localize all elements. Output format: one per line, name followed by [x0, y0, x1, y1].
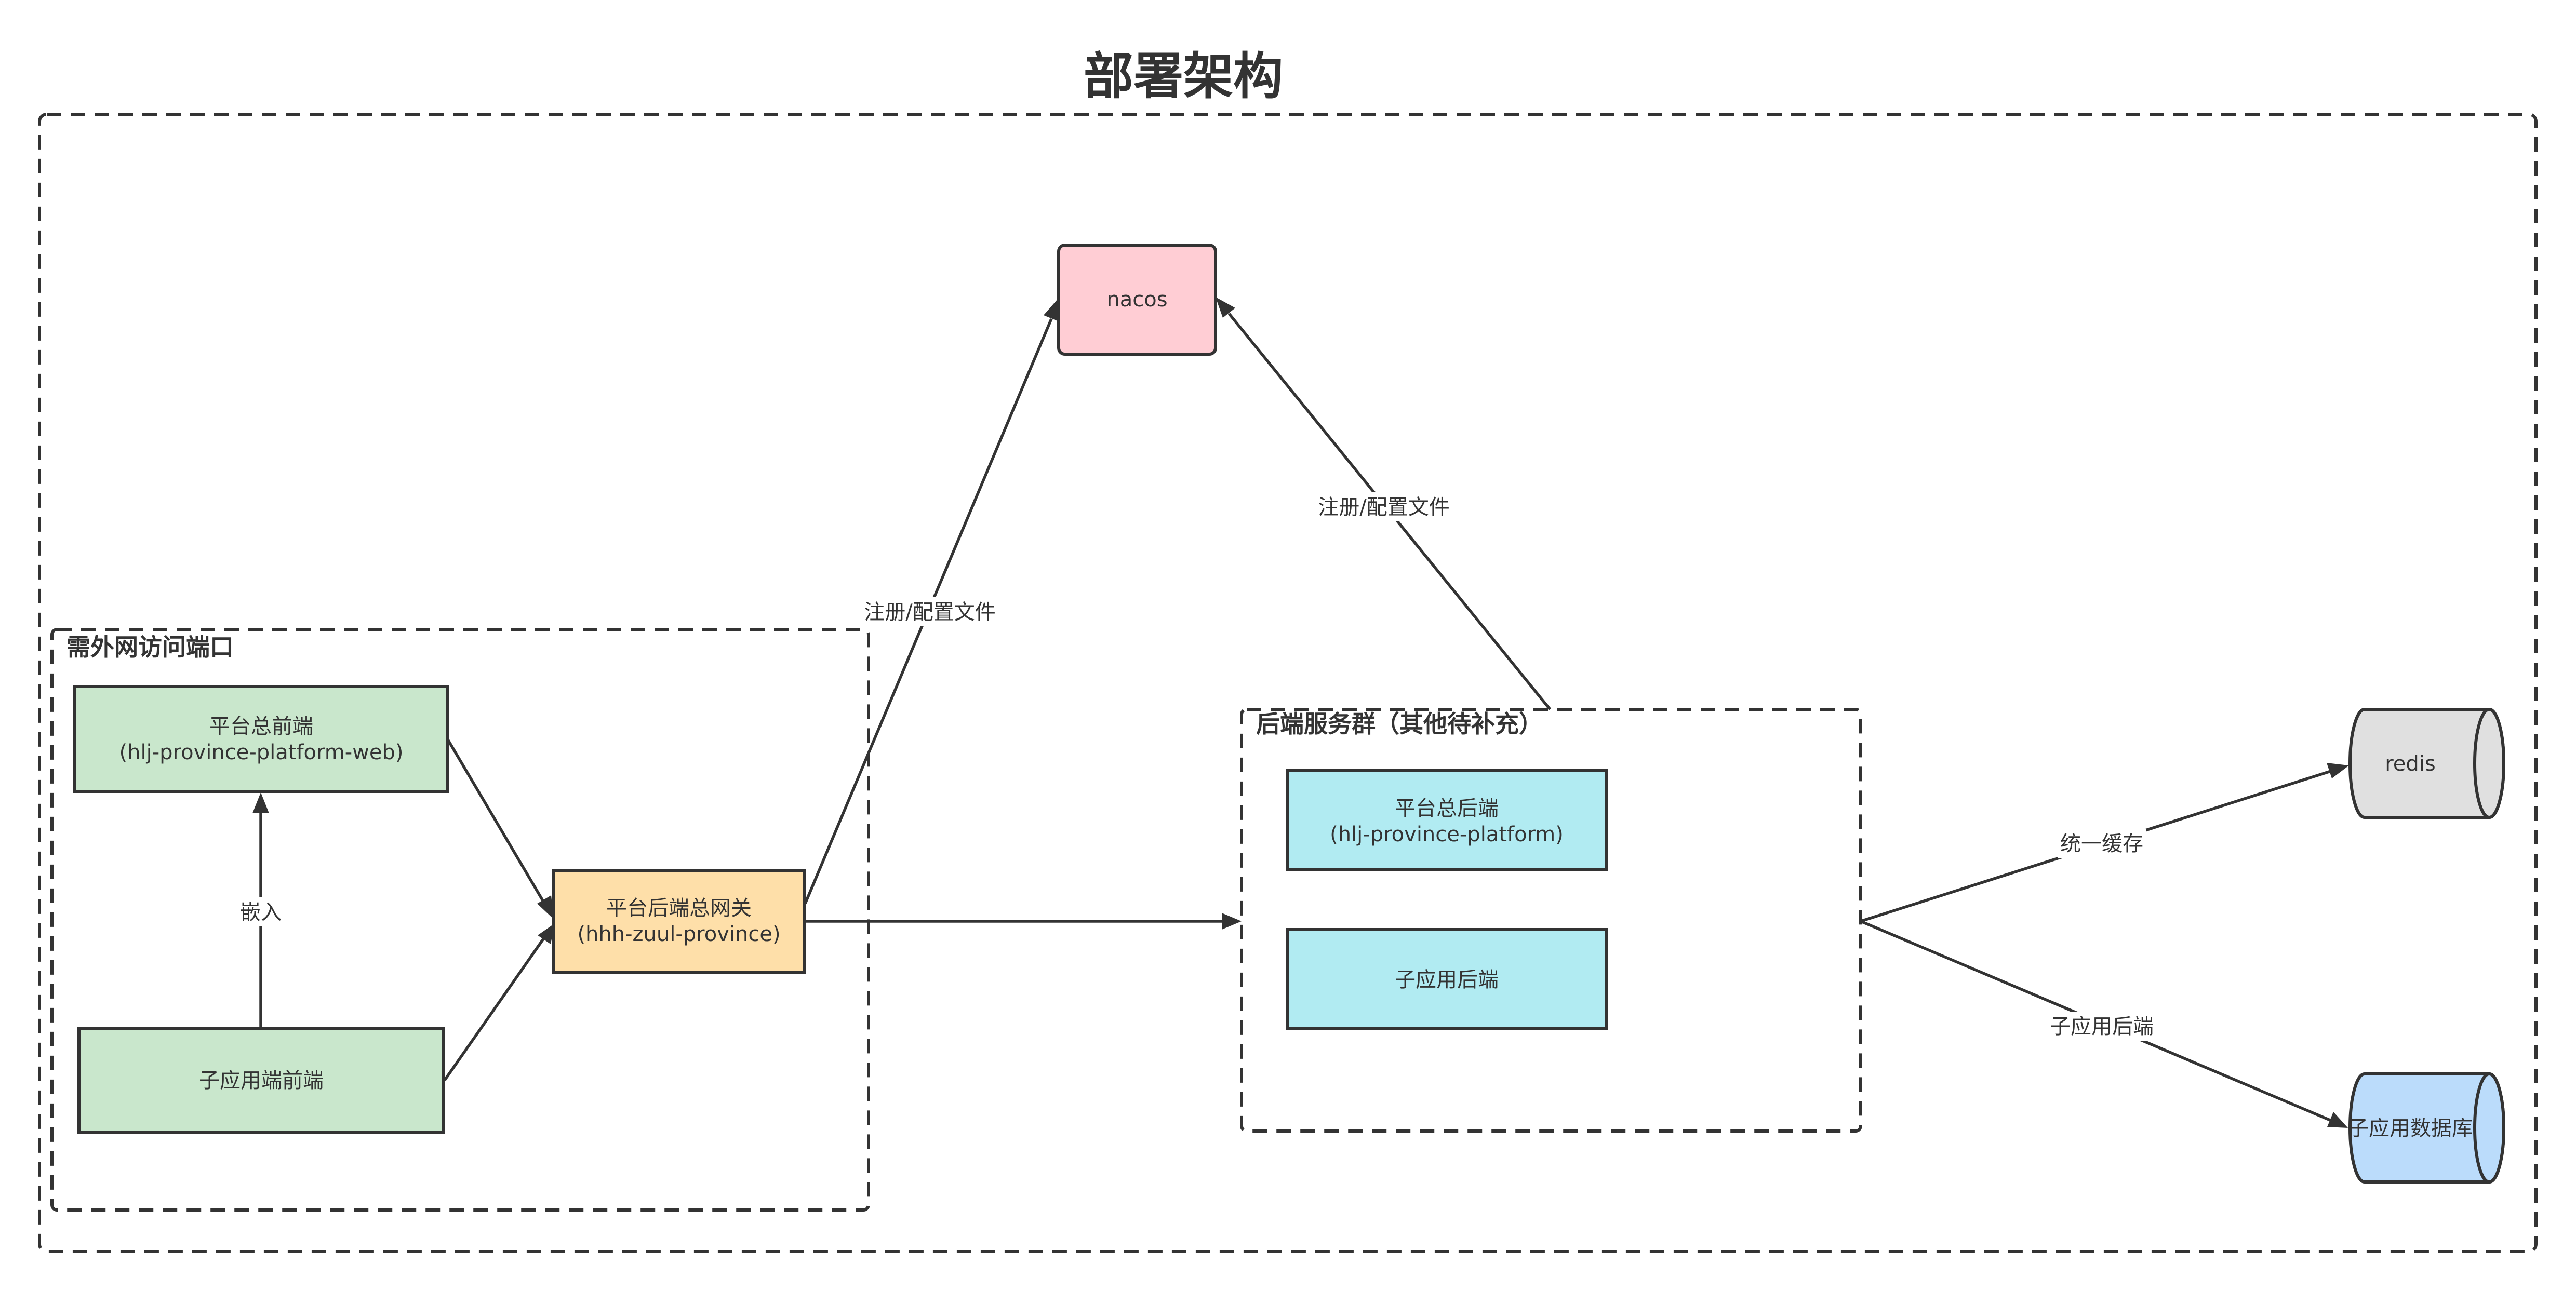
- edge-label-db: 子应用后端: [2050, 1015, 2154, 1039]
- node-platform-backend-box: [1286, 769, 1608, 871]
- node-gateway-subtitle: (hhh-zuul-province): [577, 922, 780, 946]
- node-platform-web: 平台总前端 (hlj-province-platform-web): [73, 685, 449, 793]
- edge-web-gateway: [446, 738, 545, 903]
- node-platform-web-title: 平台总前端: [209, 715, 313, 738]
- node-nacos-title: nacos: [1106, 288, 1167, 312]
- external-access-group: [50, 628, 870, 1212]
- arrowhead-backend-db: [2327, 1112, 2348, 1128]
- node-subapp-backend-box: [1286, 928, 1608, 1030]
- node-nacos: nacos: [1057, 244, 1217, 356]
- arrowhead-subapp-gateway: [538, 923, 555, 944]
- arrowhead-embed: [252, 792, 269, 813]
- node-gateway-box: [552, 869, 806, 974]
- node-redis-title: redis: [2385, 752, 2436, 776]
- node-redis-cap: [2473, 708, 2505, 819]
- external-access-group-label: 需外网访问端口: [66, 633, 234, 661]
- node-subapp-frontend: 子应用端前端: [77, 1027, 445, 1134]
- edge-subapp-gateway: [443, 938, 545, 1081]
- node-subapp-db-title: 子应用数据库: [2348, 1117, 2473, 1140]
- edge-labels: 嵌入 注册/配置文件 注册/配置文件 统一缓存 子应用后端: [239, 492, 2154, 1041]
- node-gateway: 平台后端总网关 (hhh-zuul-province): [552, 869, 806, 974]
- node-subapp-frontend-box: [77, 1027, 445, 1134]
- arrowhead-gateway-nacos: [1044, 299, 1059, 321]
- node-subapp-frontend-title: 子应用端前端: [199, 1069, 324, 1093]
- edge-label-cache: 统一缓存: [2060, 832, 2143, 856]
- edge-label-backend-nacos: 注册/配置文件: [1318, 495, 1449, 519]
- node-platform-web-box: [73, 685, 449, 793]
- node-platform-backend-subtitle: (hlj-province-platform): [1330, 823, 1564, 846]
- node-subapp-backend: 子应用后端: [1286, 928, 1608, 1030]
- diagram-title: 部署架构: [1084, 47, 1283, 105]
- node-redis: redis: [2348, 708, 2505, 819]
- node-subapp-backend-title: 子应用后端: [1395, 968, 1499, 992]
- node-platform-backend-title: 平台总后端: [1395, 797, 1499, 821]
- edge-label-embed: 嵌入: [240, 900, 282, 924]
- arrowhead-backend-redis: [2327, 763, 2349, 778]
- node-subapp-db: 子应用数据库: [2348, 1072, 2505, 1184]
- node-subapp-db-cap: [2473, 1072, 2505, 1184]
- arrowhead-backend-nacos: [1216, 297, 1235, 318]
- node-platform-web-subtitle: (hlj-province-platform-web): [119, 741, 404, 764]
- arrowhead-web-gateway: [537, 895, 554, 919]
- node-nacos-box: [1057, 244, 1217, 356]
- backend-service-group-label: 后端服务群（其他待补充）: [1256, 710, 1543, 738]
- node-platform-backend: 平台总后端 (hlj-province-platform): [1286, 769, 1608, 871]
- node-gateway-title: 平台后端总网关: [606, 896, 752, 920]
- edge-label-gateway-nacos: 注册/配置文件: [864, 600, 995, 624]
- arrowhead-gateway-backend: [1222, 913, 1242, 930]
